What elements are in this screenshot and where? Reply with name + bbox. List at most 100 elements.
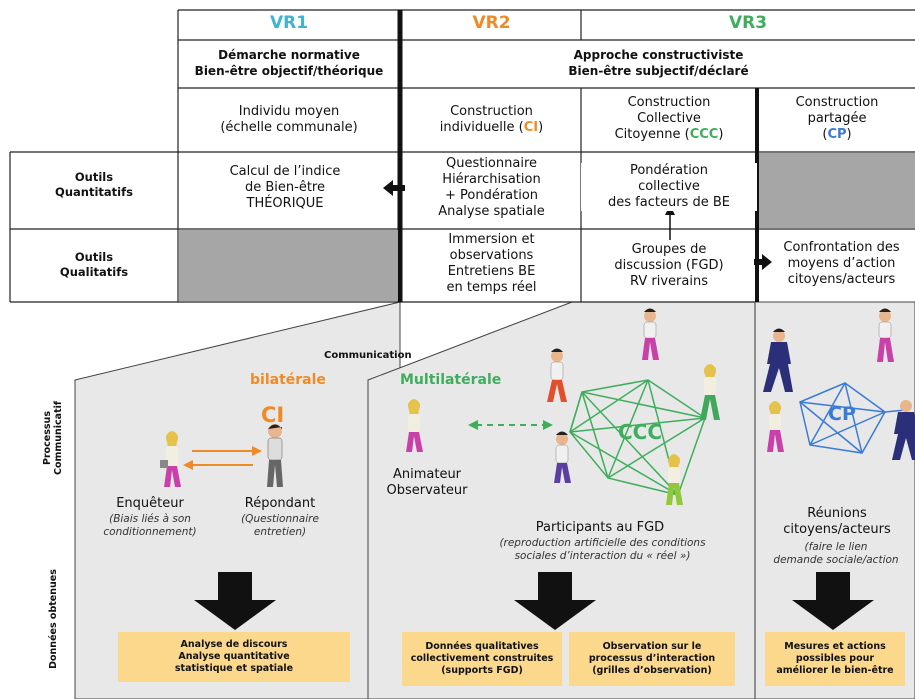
- approach-normative-line2: Bien-être objectif/théorique: [194, 64, 384, 78]
- construction-cp-line2: partagée: [807, 111, 867, 126]
- arrow-right-qual: [754, 254, 772, 270]
- qual-vr2-line4: en temps réel: [446, 280, 537, 295]
- panel-vr1: [74, 301, 401, 699]
- person-participant-4: [554, 431, 571, 483]
- construction-ci-text: individuelle (: [439, 120, 524, 135]
- output-vr1-line1: Analyse de discours: [180, 639, 288, 650]
- row-label-qual-line2: Qualitatifs: [59, 265, 129, 279]
- construction-ccc-line3: Citoyenne (CCC): [581, 127, 757, 143]
- quant-ccc-line3: des facteurs de BE: [608, 195, 730, 210]
- construction-ci-close: ): [538, 120, 544, 135]
- approach-constructivist: Approche constructiviste Bien-être subje…: [402, 47, 915, 79]
- quant-ccc-line1: Pondération: [629, 163, 709, 178]
- gray-cell-quant-cp: [759, 153, 915, 228]
- quant-vr2-line3: + Pondération: [444, 188, 539, 203]
- construction-ccc-code: CCC: [689, 127, 719, 142]
- side-label-processus-line2: Communicatif: [53, 400, 64, 476]
- note-participants-line1: (reproduction artificielle des condition…: [499, 537, 706, 549]
- construction-ci: Construction individuelle (CI): [402, 104, 581, 136]
- output-vr2a-line1: Données qualitatives: [425, 641, 539, 652]
- arrow-left-quant: [383, 180, 405, 196]
- construction-individu-line2: (échelle communale): [220, 120, 358, 135]
- person-citoyen-1: [877, 308, 894, 362]
- label-repondant: Répondant: [244, 496, 316, 511]
- ccc-network: [569, 379, 706, 496]
- construction-cp-code: CP: [827, 127, 847, 142]
- header-vr3: VR3: [728, 13, 768, 33]
- note-repondant-line2: entretien): [253, 526, 307, 538]
- label-animateur: Animateur Observateur: [372, 467, 482, 499]
- ccc-label: CCC: [618, 420, 663, 444]
- down-arrow-vr3: [792, 572, 874, 630]
- construction-cp: Construction partagée (CP): [759, 95, 915, 143]
- person-participant-5: [666, 454, 683, 505]
- gray-cell-qual-vr1: [179, 230, 398, 301]
- output-vr3-line1: Mesures et actions: [784, 641, 886, 652]
- output-vr2b-line2: processus d’interaction: [588, 653, 716, 664]
- quant-vr2-line4: Analyse spatiale: [438, 204, 545, 219]
- construction-cp-line1: Construction: [795, 95, 879, 110]
- construction-cp-close: ): [846, 127, 852, 142]
- person-acteur-2: [892, 400, 915, 460]
- qual-vr2-line3: Entretiens BE: [447, 264, 536, 279]
- output-vr3-line3: améliorer le bien-être: [776, 665, 894, 676]
- row-label-quant-line1: Outils: [74, 170, 114, 184]
- approach-normative: Démarche normative Bien-être objectif/th…: [178, 47, 400, 79]
- qual-ccc-line3: RV riverains: [630, 274, 708, 289]
- side-label-processus: Processus Communicatif: [42, 393, 68, 483]
- label-animateur-line1: Animateur: [392, 467, 462, 482]
- output-vr1: Analyse de discours Analyse quantitative…: [118, 632, 350, 682]
- cp-label: CP: [828, 403, 856, 425]
- output-vr1-line2: Analyse quantitative: [178, 651, 290, 662]
- quant-vr1-line1: Calcul de l’indice: [229, 164, 341, 179]
- row-label-quant: Outils Quantitatifs: [10, 170, 178, 200]
- qual-vr2-line1: Immersion et: [448, 232, 535, 247]
- person-citoyen-2: [767, 401, 784, 452]
- output-vr3: Mesures et actions possibles pour amélio…: [765, 632, 905, 686]
- side-label-processus-line1: Processus: [42, 411, 53, 465]
- label-enqueteur: Enquêteur: [116, 496, 184, 511]
- output-vr1-line3: statistique et spatiale: [174, 663, 294, 674]
- label-reunions: Réunions citoyens/acteurs: [762, 506, 912, 538]
- quant-ccc: Pondération collective des facteurs de B…: [581, 163, 757, 211]
- down-arrow-vr1: [194, 572, 276, 630]
- construction-ccc-line2: Collective: [637, 111, 701, 126]
- construction-ci-line1: Construction: [450, 104, 533, 119]
- row-label-qual: Outils Qualitatifs: [10, 250, 178, 280]
- qual-cp: Confrontation des moyens d’action citoye…: [768, 240, 915, 288]
- qual-ccc-line1: Groupes de: [631, 242, 707, 257]
- person-enqueteur: [160, 431, 181, 487]
- label-reunions-line1: Réunions: [807, 506, 867, 521]
- qual-cp-line1: Confrontation des: [783, 240, 900, 255]
- header-vr2: VR2: [472, 13, 511, 33]
- construction-cp-line3: (CP): [759, 127, 915, 143]
- note-repondant: (Questionnaire entretien): [220, 513, 340, 539]
- ci-arrow-left: [183, 460, 193, 470]
- construction-ci-code: CI: [523, 120, 539, 135]
- output-vr3-line2: possibles pour: [795, 653, 875, 664]
- qual-vr2: Immersion et observations Entretiens BE …: [402, 232, 581, 296]
- dashed-arrow-left: [468, 420, 478, 430]
- row-label-quant-line2: Quantitatifs: [55, 185, 133, 199]
- approach-constructivist-line2: Bien-être subjectif/déclaré: [568, 64, 749, 78]
- row-label-qual-line1: Outils: [74, 250, 114, 264]
- construction-individu: Individu moyen (échelle communale): [178, 104, 400, 136]
- note-enqueteur: (Biais liés à son conditionnement): [85, 513, 215, 539]
- header-vr1: VR1: [269, 13, 309, 33]
- quant-vr2-line2: Hiérarchisation: [442, 172, 541, 187]
- person-participant-1: [547, 348, 567, 402]
- ci-arrow-right: [252, 446, 262, 456]
- qual-ccc-line2: discussion (FGD): [614, 258, 724, 273]
- note-reunions: (faire le lien demande sociale/action: [757, 541, 915, 567]
- output-vr2b-line1: Observation sur le: [602, 641, 702, 652]
- note-enqueteur-line1: (Biais liés à son: [109, 513, 191, 525]
- construction-cp-open: (: [822, 127, 828, 142]
- side-label-donnees-text: Données obtenues: [48, 569, 59, 669]
- side-label-donnees: Données obtenues: [48, 559, 62, 679]
- person-participant-2: [642, 308, 659, 360]
- note-participants: (reproduction artificielle des condition…: [470, 537, 735, 563]
- person-animateur: [406, 399, 423, 452]
- quant-vr1-line3: THÉORIQUE: [246, 196, 324, 211]
- qual-ccc: Groupes de discussion (FGD) RV riverains: [590, 242, 748, 290]
